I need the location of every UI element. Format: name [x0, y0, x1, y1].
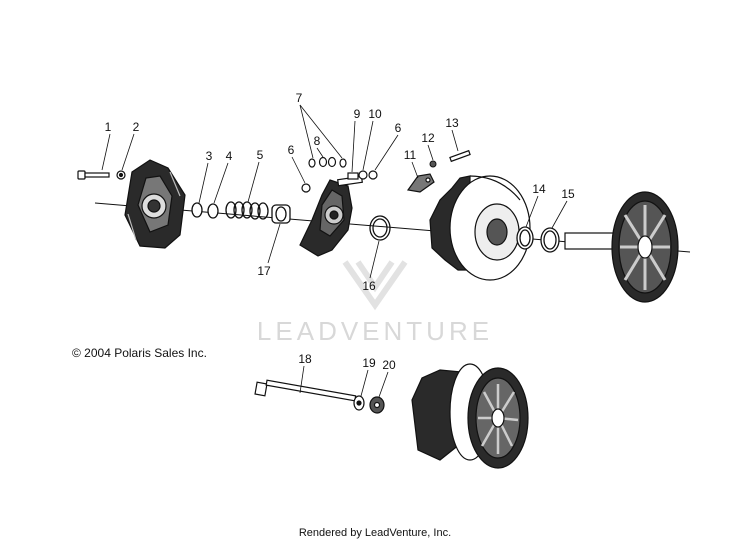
part-pin-13: [449, 149, 471, 163]
callout-8: 8: [314, 134, 321, 148]
part-washer-4: [207, 203, 219, 219]
part-roller-6a: [301, 183, 311, 193]
part-nut-12: [429, 160, 437, 168]
callout-20: 20: [382, 358, 396, 372]
callout-10: 10: [368, 107, 382, 121]
callout-16: 16: [362, 279, 376, 293]
part-nut-2: [116, 170, 126, 180]
part-o-ring-16: [369, 215, 391, 241]
watermark-text: LEADVENTURE: [257, 316, 493, 346]
callout-7: 7: [296, 91, 303, 105]
callout-18: 18: [298, 352, 312, 366]
part-bushing-17: [271, 204, 291, 224]
part-cover-plate: [124, 159, 186, 249]
part-washer-3: [191, 202, 203, 218]
part-rollers-8: [318, 156, 337, 168]
part-bolt-18: [254, 379, 357, 402]
callout-3: 3: [206, 149, 213, 163]
callout-1: 1: [105, 120, 112, 134]
footer-text: Rendered by LeadVenture, Inc.: [298, 527, 452, 539]
leader-lines: [101, 104, 568, 398]
part-nut-20: [369, 396, 385, 414]
part-fixed-sheave: [564, 191, 679, 303]
callout-6: 6: [288, 143, 295, 157]
part-roller-6b: [368, 170, 378, 180]
part-pin-9: [347, 172, 359, 180]
callout-5: 5: [257, 148, 264, 162]
part-washers-7: [308, 158, 347, 168]
copyright-text: © 2004 Polaris Sales Inc.: [72, 346, 207, 360]
watermark-logo-icon: [342, 260, 408, 311]
part-weight-11: [406, 173, 435, 193]
part-assembled-clutch: [411, 363, 529, 469]
callout-15: 15: [561, 187, 575, 201]
callout-4: 4: [226, 149, 233, 163]
callout-9: 9: [354, 107, 361, 121]
callout-12: 12: [421, 131, 435, 145]
callout-2: 2: [133, 120, 140, 134]
callout-13: 13: [445, 116, 459, 130]
callout-11: 11: [404, 148, 417, 162]
part-spring-5: [225, 201, 269, 220]
callout-14: 14: [532, 182, 546, 196]
part-moveable-sheave: [429, 175, 531, 281]
part-washer-19: [353, 395, 365, 411]
callout-17: 17: [257, 264, 271, 278]
part-bushing-15: [540, 227, 560, 253]
part-bolt-1: [77, 170, 110, 180]
callout-6b: 6: [395, 121, 402, 135]
callout-19: 19: [362, 356, 376, 370]
part-bushing-14: [516, 226, 534, 250]
part-roller-10: [358, 170, 368, 180]
